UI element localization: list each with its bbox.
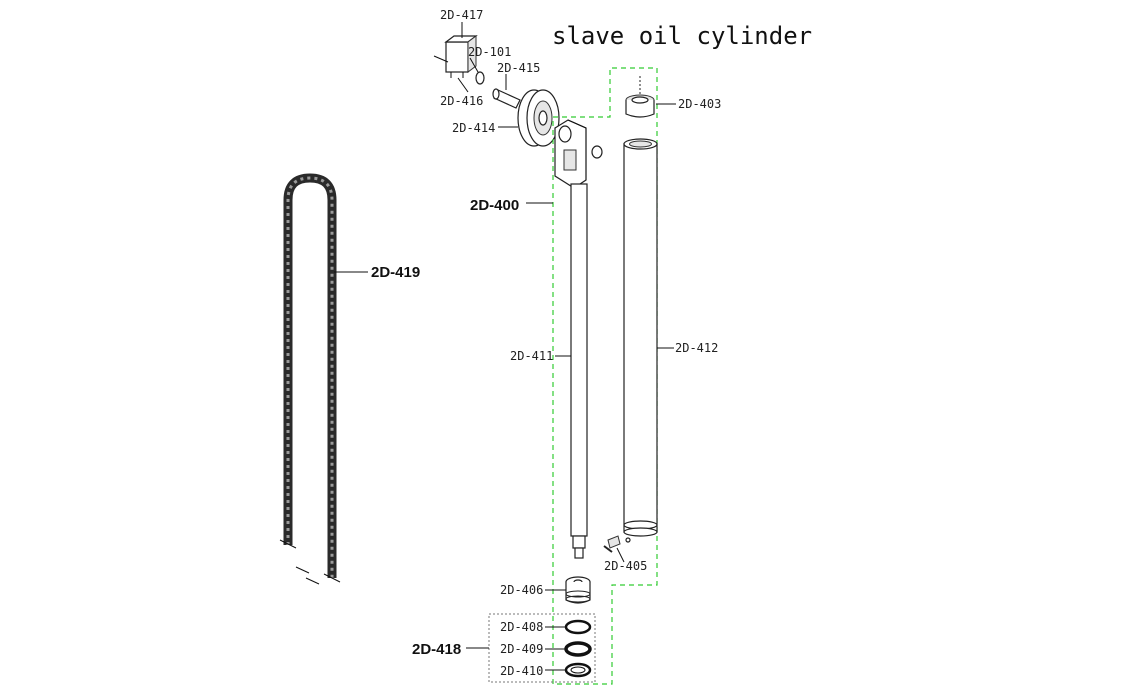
label-2d-406: 2D-406 — [500, 583, 543, 597]
cylinder-barrel — [623, 138, 658, 543]
label-2d-416: 2D-416 — [440, 94, 483, 108]
pulley-shaft — [492, 88, 521, 109]
piston-rod — [570, 183, 588, 559]
rod-clevis — [554, 119, 603, 189]
cylinder-cap — [625, 76, 655, 118]
label-2d-412: 2D-412 — [675, 341, 718, 355]
seal-409 — [564, 641, 592, 657]
seal-410-inner — [570, 666, 586, 674]
label-2d-419: 2D-419 — [371, 264, 420, 281]
seal-410 — [564, 662, 592, 678]
roller-chain — [279, 173, 341, 585]
seal-408 — [564, 619, 592, 635]
label-2d-410: 2D-410 — [500, 664, 543, 678]
label-2d-415: 2D-415 — [497, 61, 540, 75]
piston — [565, 576, 591, 604]
label-2d-403: 2D-403 — [678, 97, 721, 111]
snap-ring-101 — [475, 71, 485, 85]
assembly-outline — [552, 67, 658, 685]
label-2d-405: 2D-405 — [604, 559, 647, 573]
chain-pulley — [517, 89, 560, 147]
label-2d-417: 2D-417 — [440, 8, 483, 22]
label-2d-411: 2D-411 — [510, 349, 553, 363]
label-2d-418: 2D-418 — [412, 641, 461, 658]
label-2d-414: 2D-414 — [452, 121, 495, 135]
label-2d-409: 2D-409 — [500, 642, 543, 656]
label-2d-400: 2D-400 — [470, 197, 519, 214]
label-2d-101: 2D-101 — [468, 45, 511, 59]
diagram-title: slave oil cylinder — [552, 22, 812, 50]
label-2d-408: 2D-408 — [500, 620, 543, 634]
bleed-screw — [603, 535, 621, 553]
chain-bracket — [433, 35, 478, 78]
